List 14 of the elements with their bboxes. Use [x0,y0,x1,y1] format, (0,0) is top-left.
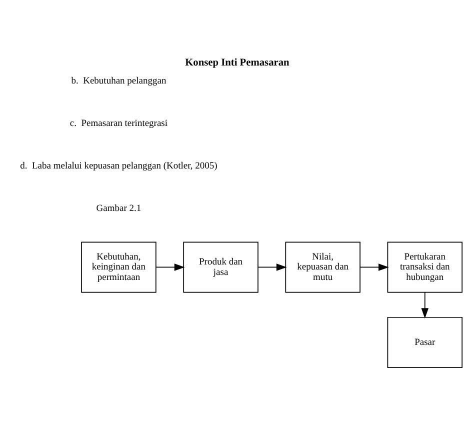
label: d. Laba melalui kepuasan pelanggan (Kotler, 2005) [20,160,218,171]
label: Gambar 2.1 [96,203,142,214]
node-box: Pertukaran transaksi dan hubungan [387,241,463,292]
node-box: Kebutuhan, keinginan dan permintaan [81,241,156,292]
node-box: Nilai, kepuasan dan mutu [285,241,360,292]
node-box: Produk dan jasa [183,241,258,292]
arrow [258,263,287,270]
arrow [421,292,429,318]
diagram-title: Konsep Inti Pemasaran [185,56,290,68]
label: b. Kebutuhan pelanggan [71,76,166,86]
label: c. Pemasaran terintegrasi [70,118,168,129]
node-box: Pasar [387,316,463,368]
arrow [360,263,389,270]
arrow [156,263,185,270]
